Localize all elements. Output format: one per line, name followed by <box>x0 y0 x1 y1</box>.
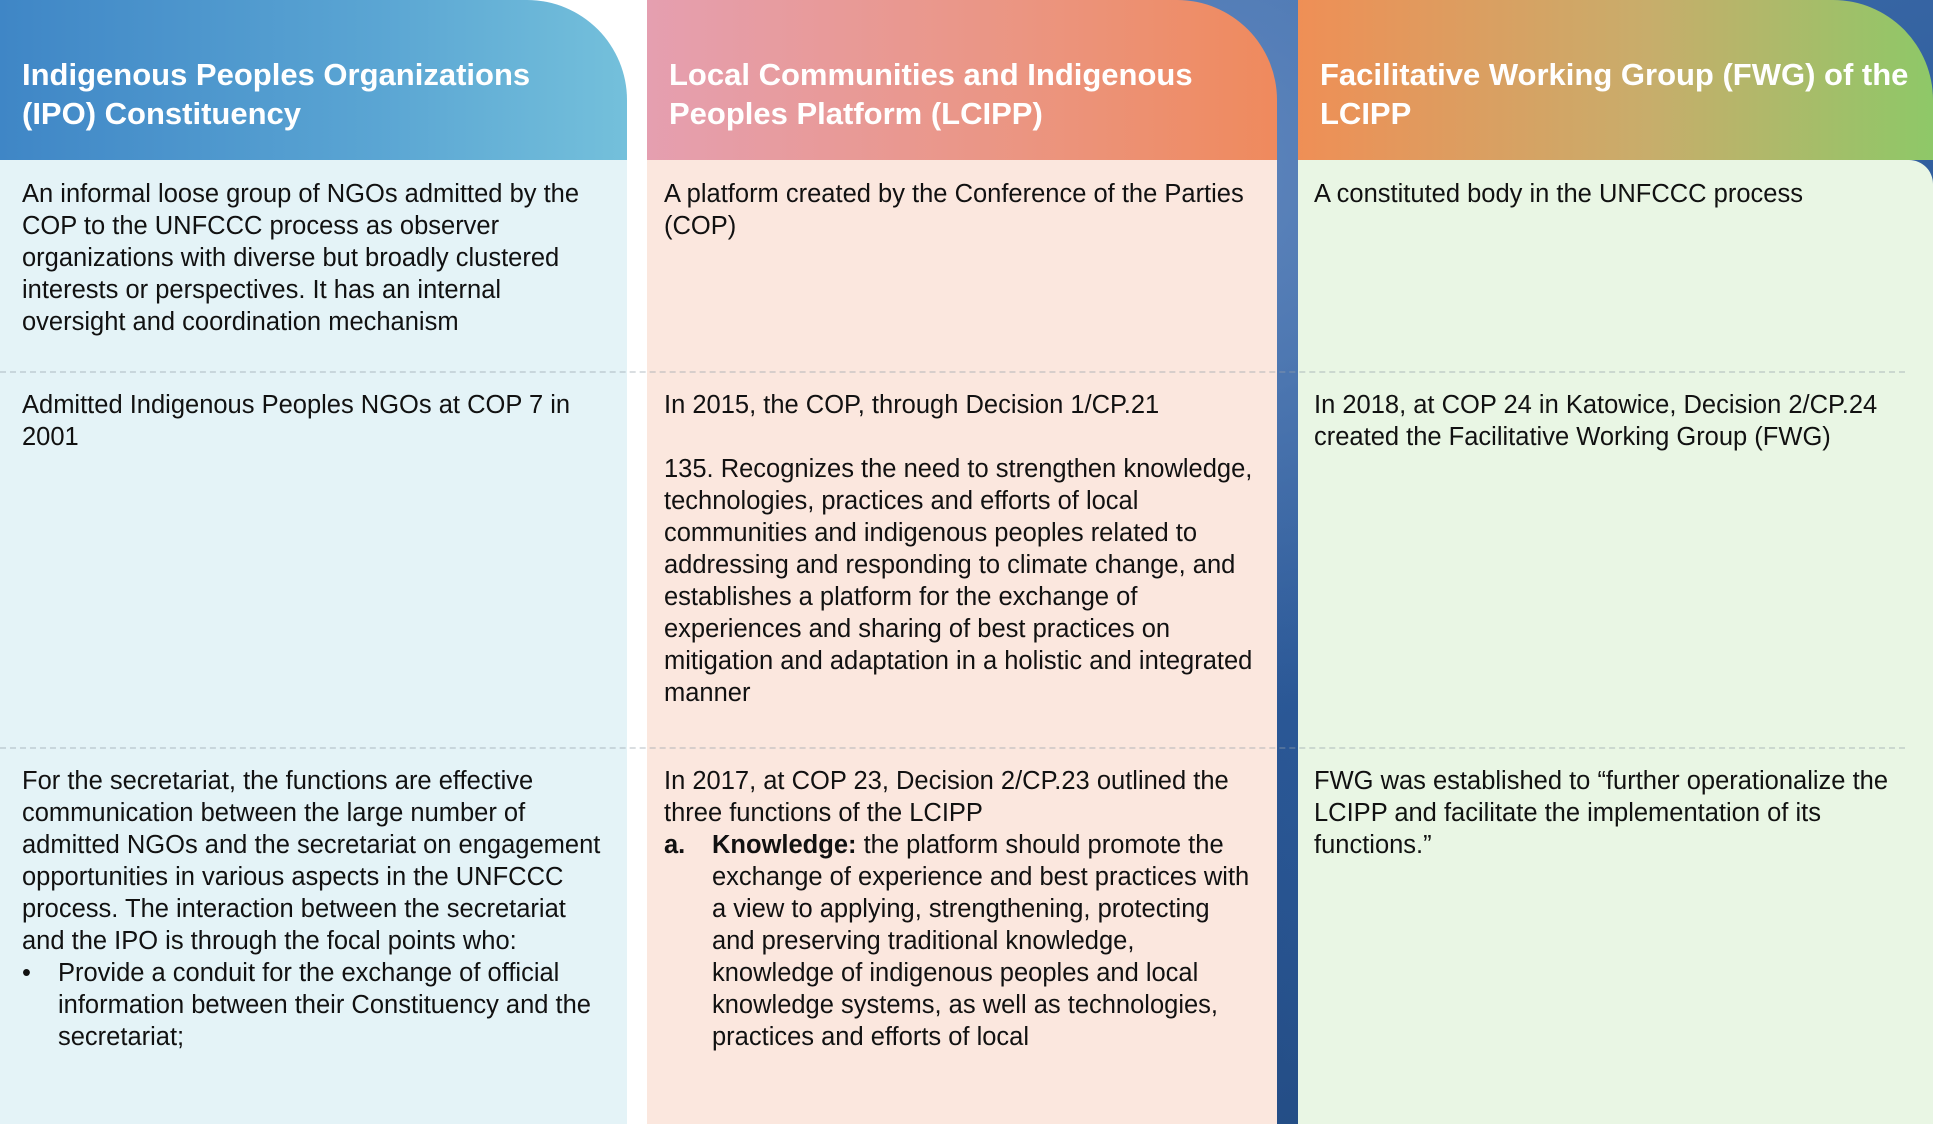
fwg-description: A constituted body in the UNFCCC process <box>1314 180 1803 208</box>
ipo-history-cell: Admitted Indigenous Peoples NGOs at COP … <box>0 371 627 747</box>
column-ipo: Indigenous Peoples Organizations (IPO) C… <box>0 0 627 1124</box>
row-divider <box>0 747 1905 749</box>
column-header-fwg: Facilitative Working Group (FWG) of the … <box>1298 0 1933 160</box>
ipo-history: Admitted Indigenous Peoples NGOs at COP … <box>22 391 571 451</box>
list-item: • Provide a conduit for the exchange of … <box>22 957 605 1053</box>
column-title-lcipp: Local Communities and Indigenous Peoples… <box>669 57 1193 131</box>
ipo-functions-intro: For the secretariat, the functions are e… <box>22 767 601 955</box>
column-title-fwg: Facilitative Working Group (FWG) of the … <box>1320 57 1909 131</box>
list-marker: a. <box>664 831 686 859</box>
function-term: Knowledge: <box>712 831 857 859</box>
ipo-description-cell: An informal loose group of NGOs admitted… <box>0 160 627 371</box>
list-item-text: Provide a conduit for the exchange of of… <box>58 959 591 1051</box>
column-body-fwg: A constituted body in the UNFCCC process… <box>1298 160 1933 1124</box>
bullet-marker: • <box>22 959 31 987</box>
lcipp-description: A platform created by the Conference of … <box>664 180 1244 240</box>
lcipp-functions-list: a. Knowledge: the platform should promot… <box>664 829 1259 1053</box>
fwg-description-cell: A constituted body in the UNFCCC process <box>1298 160 1933 371</box>
column-body-lcipp: A platform created by the Conference of … <box>647 160 1277 1124</box>
fwg-purpose: FWG was established to “further operatio… <box>1314 767 1889 859</box>
column-fwg: Facilitative Working Group (FWG) of the … <box>1298 0 1933 1124</box>
column-lcipp: Local Communities and Indigenous Peoples… <box>647 0 1277 1124</box>
spacer <box>664 421 1255 453</box>
column-title-ipo: Indigenous Peoples Organizations (IPO) C… <box>22 57 531 131</box>
row-divider <box>0 371 1905 373</box>
lcipp-history-intro: In 2015, the COP, through Decision 1/CP.… <box>664 391 1160 419</box>
lcipp-description-cell: A platform created by the Conference of … <box>647 160 1277 371</box>
column-body-ipo: An informal loose group of NGOs admitted… <box>0 160 627 1124</box>
fwg-purpose-cell: FWG was established to “further operatio… <box>1298 747 1933 1124</box>
column-header-lcipp: Local Communities and Indigenous Peoples… <box>647 0 1277 160</box>
list-item: a. Knowledge: the platform should promot… <box>664 829 1259 1053</box>
lcipp-functions-cell: In 2017, at COP 23, Decision 2/CP.23 out… <box>647 747 1277 1124</box>
ipo-functions-cell: For the secretariat, the functions are e… <box>0 747 627 1124</box>
ipo-functions-list: • Provide a conduit for the exchange of … <box>22 957 605 1053</box>
fwg-history: In 2018, at COP 24 in Katowice, Decision… <box>1314 391 1878 451</box>
ipo-description: An informal loose group of NGOs admitted… <box>22 180 580 336</box>
fwg-history-cell: In 2018, at COP 24 in Katowice, Decision… <box>1298 371 1933 747</box>
column-header-ipo: Indigenous Peoples Organizations (IPO) C… <box>0 0 627 160</box>
function-text: the platform should promote the exchange… <box>712 831 1250 1051</box>
lcipp-functions-intro: In 2017, at COP 23, Decision 2/CP.23 out… <box>664 767 1229 827</box>
lcipp-decision-paragraph: 135. Recognizes the need to strengthen k… <box>664 455 1253 707</box>
lcipp-history-cell: In 2015, the COP, through Decision 1/CP.… <box>647 371 1277 747</box>
